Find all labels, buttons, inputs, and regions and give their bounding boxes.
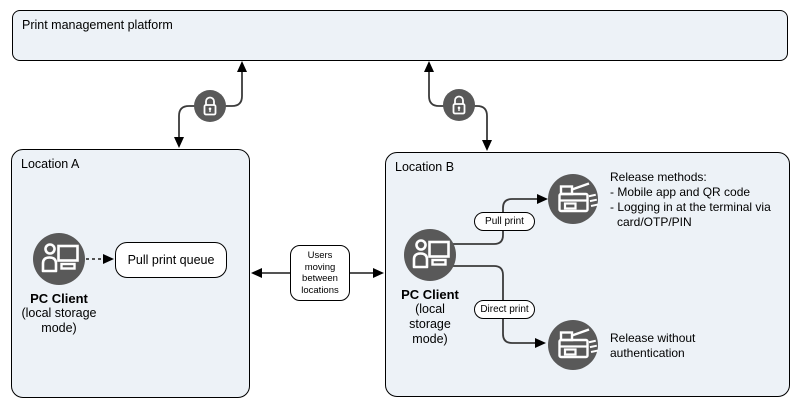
release-without-auth-line: authentication — [610, 346, 685, 360]
release-without-auth-text: Release without authentication — [610, 331, 750, 361]
arrowhead-left-users — [251, 268, 262, 278]
platform-label: Print management platform — [22, 18, 173, 32]
arrowhead-up-a — [237, 61, 247, 72]
users-moving-box: Users moving between locations — [290, 245, 350, 301]
location-b-label: Location B — [395, 160, 455, 174]
connector-users-moving — [251, 268, 384, 278]
lock-icon — [452, 95, 466, 115]
arrowhead-queue — [103, 254, 114, 264]
connector-pc-to-queue — [86, 254, 114, 264]
users-moving-line: Users — [307, 250, 333, 261]
printer-icon — [558, 328, 598, 359]
printer-icon — [558, 182, 598, 213]
pull-print-pill: Pull print — [474, 212, 535, 231]
arrowhead-direct-print — [535, 338, 546, 348]
pc-client-a-subtitle-line: mode) — [41, 321, 77, 335]
pc-monitor-user-icon — [412, 239, 450, 269]
pull-print-queue-box: Pull print queue — [115, 242, 227, 278]
pc-client-b-subtitle-line: (local — [415, 302, 445, 316]
pc-client-b-subtitle-line: mode) — [412, 332, 448, 346]
arrowhead-pull-print — [537, 194, 548, 204]
release-without-auth-line: Release without — [610, 331, 696, 345]
release-methods-line: - Mobile app and QR code — [610, 185, 751, 199]
users-moving-line: moving — [304, 261, 336, 273]
arrowhead-up-b — [424, 61, 434, 72]
pc-client-a-caption: PC Client (local storage mode) — [8, 291, 110, 336]
pull-print-label: Pull print — [485, 216, 524, 227]
pc-client-b-subtitle-line: storage — [409, 317, 451, 331]
pc-client-b-caption: PC Client (local storage mode) — [380, 287, 480, 347]
pc-client-b-icon — [404, 229, 456, 281]
printer-icon-direct — [548, 320, 598, 370]
lock-icon — [203, 96, 217, 116]
pc-monitor-user-icon — [41, 243, 79, 273]
users-moving-line: between — [302, 273, 338, 284]
direct-print-pill: Direct print — [474, 300, 535, 319]
arrowhead-down-b — [482, 140, 492, 151]
pc-client-b-title: PC Client — [401, 287, 459, 302]
release-methods-text: Release methods: - Mobile app and QR cod… — [610, 170, 792, 230]
lock-icon-left — [194, 90, 226, 122]
location-a-label: Location A — [21, 157, 80, 171]
pc-client-a-icon — [33, 233, 85, 285]
arrowhead-down-a — [174, 137, 184, 148]
users-moving-line: locations — [301, 284, 339, 296]
release-methods-line: card/OTP/PIN — [617, 215, 692, 229]
platform-box: Print management platform — [12, 10, 788, 61]
direct-print-label: Direct print — [480, 304, 529, 315]
release-methods-line: Release methods: — [610, 170, 707, 184]
pc-client-a-subtitle-line: (local storage — [21, 306, 97, 320]
release-methods-line: - Logging in at the terminal via — [610, 200, 771, 214]
arrowhead-right-users — [373, 268, 384, 278]
printer-icon-pull — [548, 174, 598, 224]
pull-print-queue-label: Pull print queue — [127, 253, 215, 267]
pc-client-a-title: PC Client — [30, 291, 88, 306]
lock-icon-right — [443, 89, 475, 121]
